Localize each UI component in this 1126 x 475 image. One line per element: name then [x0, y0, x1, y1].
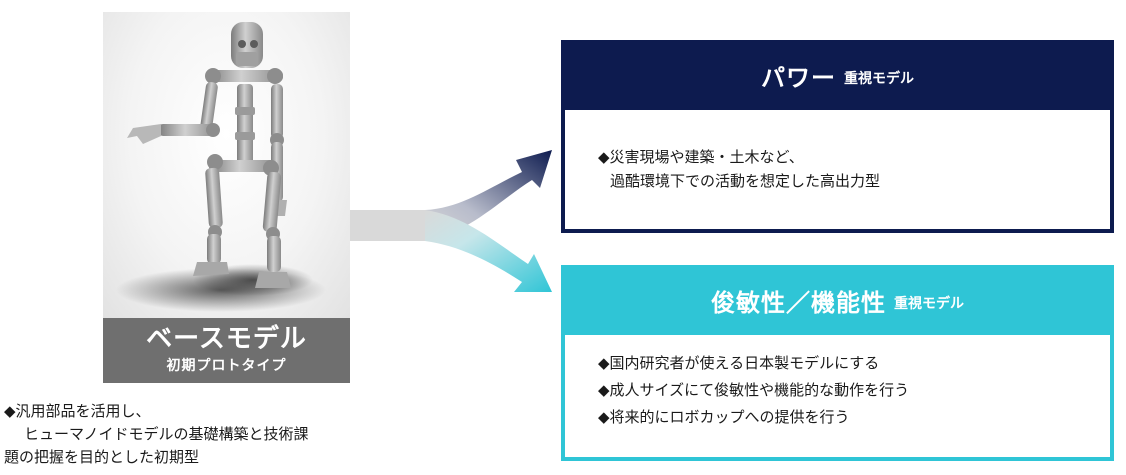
agility-model-box: 俊敏性／機能性 重視モデル ◆国内研究者が使える日本製モデルにする ◆成人サイズ… [561, 265, 1114, 461]
agility-model-title: 俊敏性／機能性 [711, 288, 886, 317]
agility-bullet: ◆成人サイズにて俊敏性や機能的な動作を行う [598, 381, 910, 399]
power-model-title: パワー [761, 63, 836, 92]
power-bullet: ◆災害現場や建築・土木など、 [598, 148, 804, 166]
power-model-subtitle: 重視モデル [844, 71, 914, 87]
arrow-to-power [425, 150, 552, 241]
base-description-line: 題の把握を目的とした初期型 [4, 448, 200, 466]
base-description-line: ヒューマノイドモデルの基礎構築と技術課 [24, 425, 309, 443]
agility-model-body: ◆国内研究者が使える日本製モデルにする ◆成人サイズにて俊敏性や機能的な動作を行… [565, 335, 1110, 457]
robot-image [103, 12, 350, 318]
base-model-title: ベースモデル [146, 324, 307, 354]
agility-model-header: 俊敏性／機能性 重視モデル [561, 265, 1114, 335]
base-model-subtitle: 初期プロトタイプ [166, 358, 287, 374]
agility-bullet: ◆将来的にロボカップへの提供を行う [598, 408, 850, 426]
base-model-label: ベースモデル 初期プロトタイプ [103, 318, 350, 383]
power-bullet-list: ◆災害現場や建築・土木など、 過酷環境下での活動を想定した高出力型 [598, 145, 880, 193]
base-description-line: ◆汎用部品を活用し、 [4, 402, 151, 420]
arrow-to-agility [425, 210, 552, 292]
power-model-header: パワー 重視モデル [561, 40, 1114, 110]
humanoid-robot-illustration [116, 22, 326, 312]
arrow-stem [350, 210, 428, 241]
agility-bullet: ◆国内研究者が使える日本製モデルにする [598, 354, 880, 372]
power-model-body: ◆災害現場や建築・土木など、 過酷環境下での活動を想定した高出力型 [565, 110, 1110, 229]
power-bullet: 過酷環境下での活動を想定した高出力型 [610, 172, 881, 190]
power-model-box: パワー 重視モデル ◆災害現場や建築・土木など、 過酷環境下での活動を想定した高… [561, 40, 1114, 233]
base-model-description: ◆汎用部品を活用し、 ヒューマノイドモデルの基礎構築と技術課 題の把握を目的とし… [4, 400, 444, 469]
agility-bullet-list: ◆国内研究者が使える日本製モデルにする ◆成人サイズにて俊敏性や機能的な動作を行… [598, 350, 909, 431]
agility-model-subtitle: 重視モデル [894, 296, 964, 312]
